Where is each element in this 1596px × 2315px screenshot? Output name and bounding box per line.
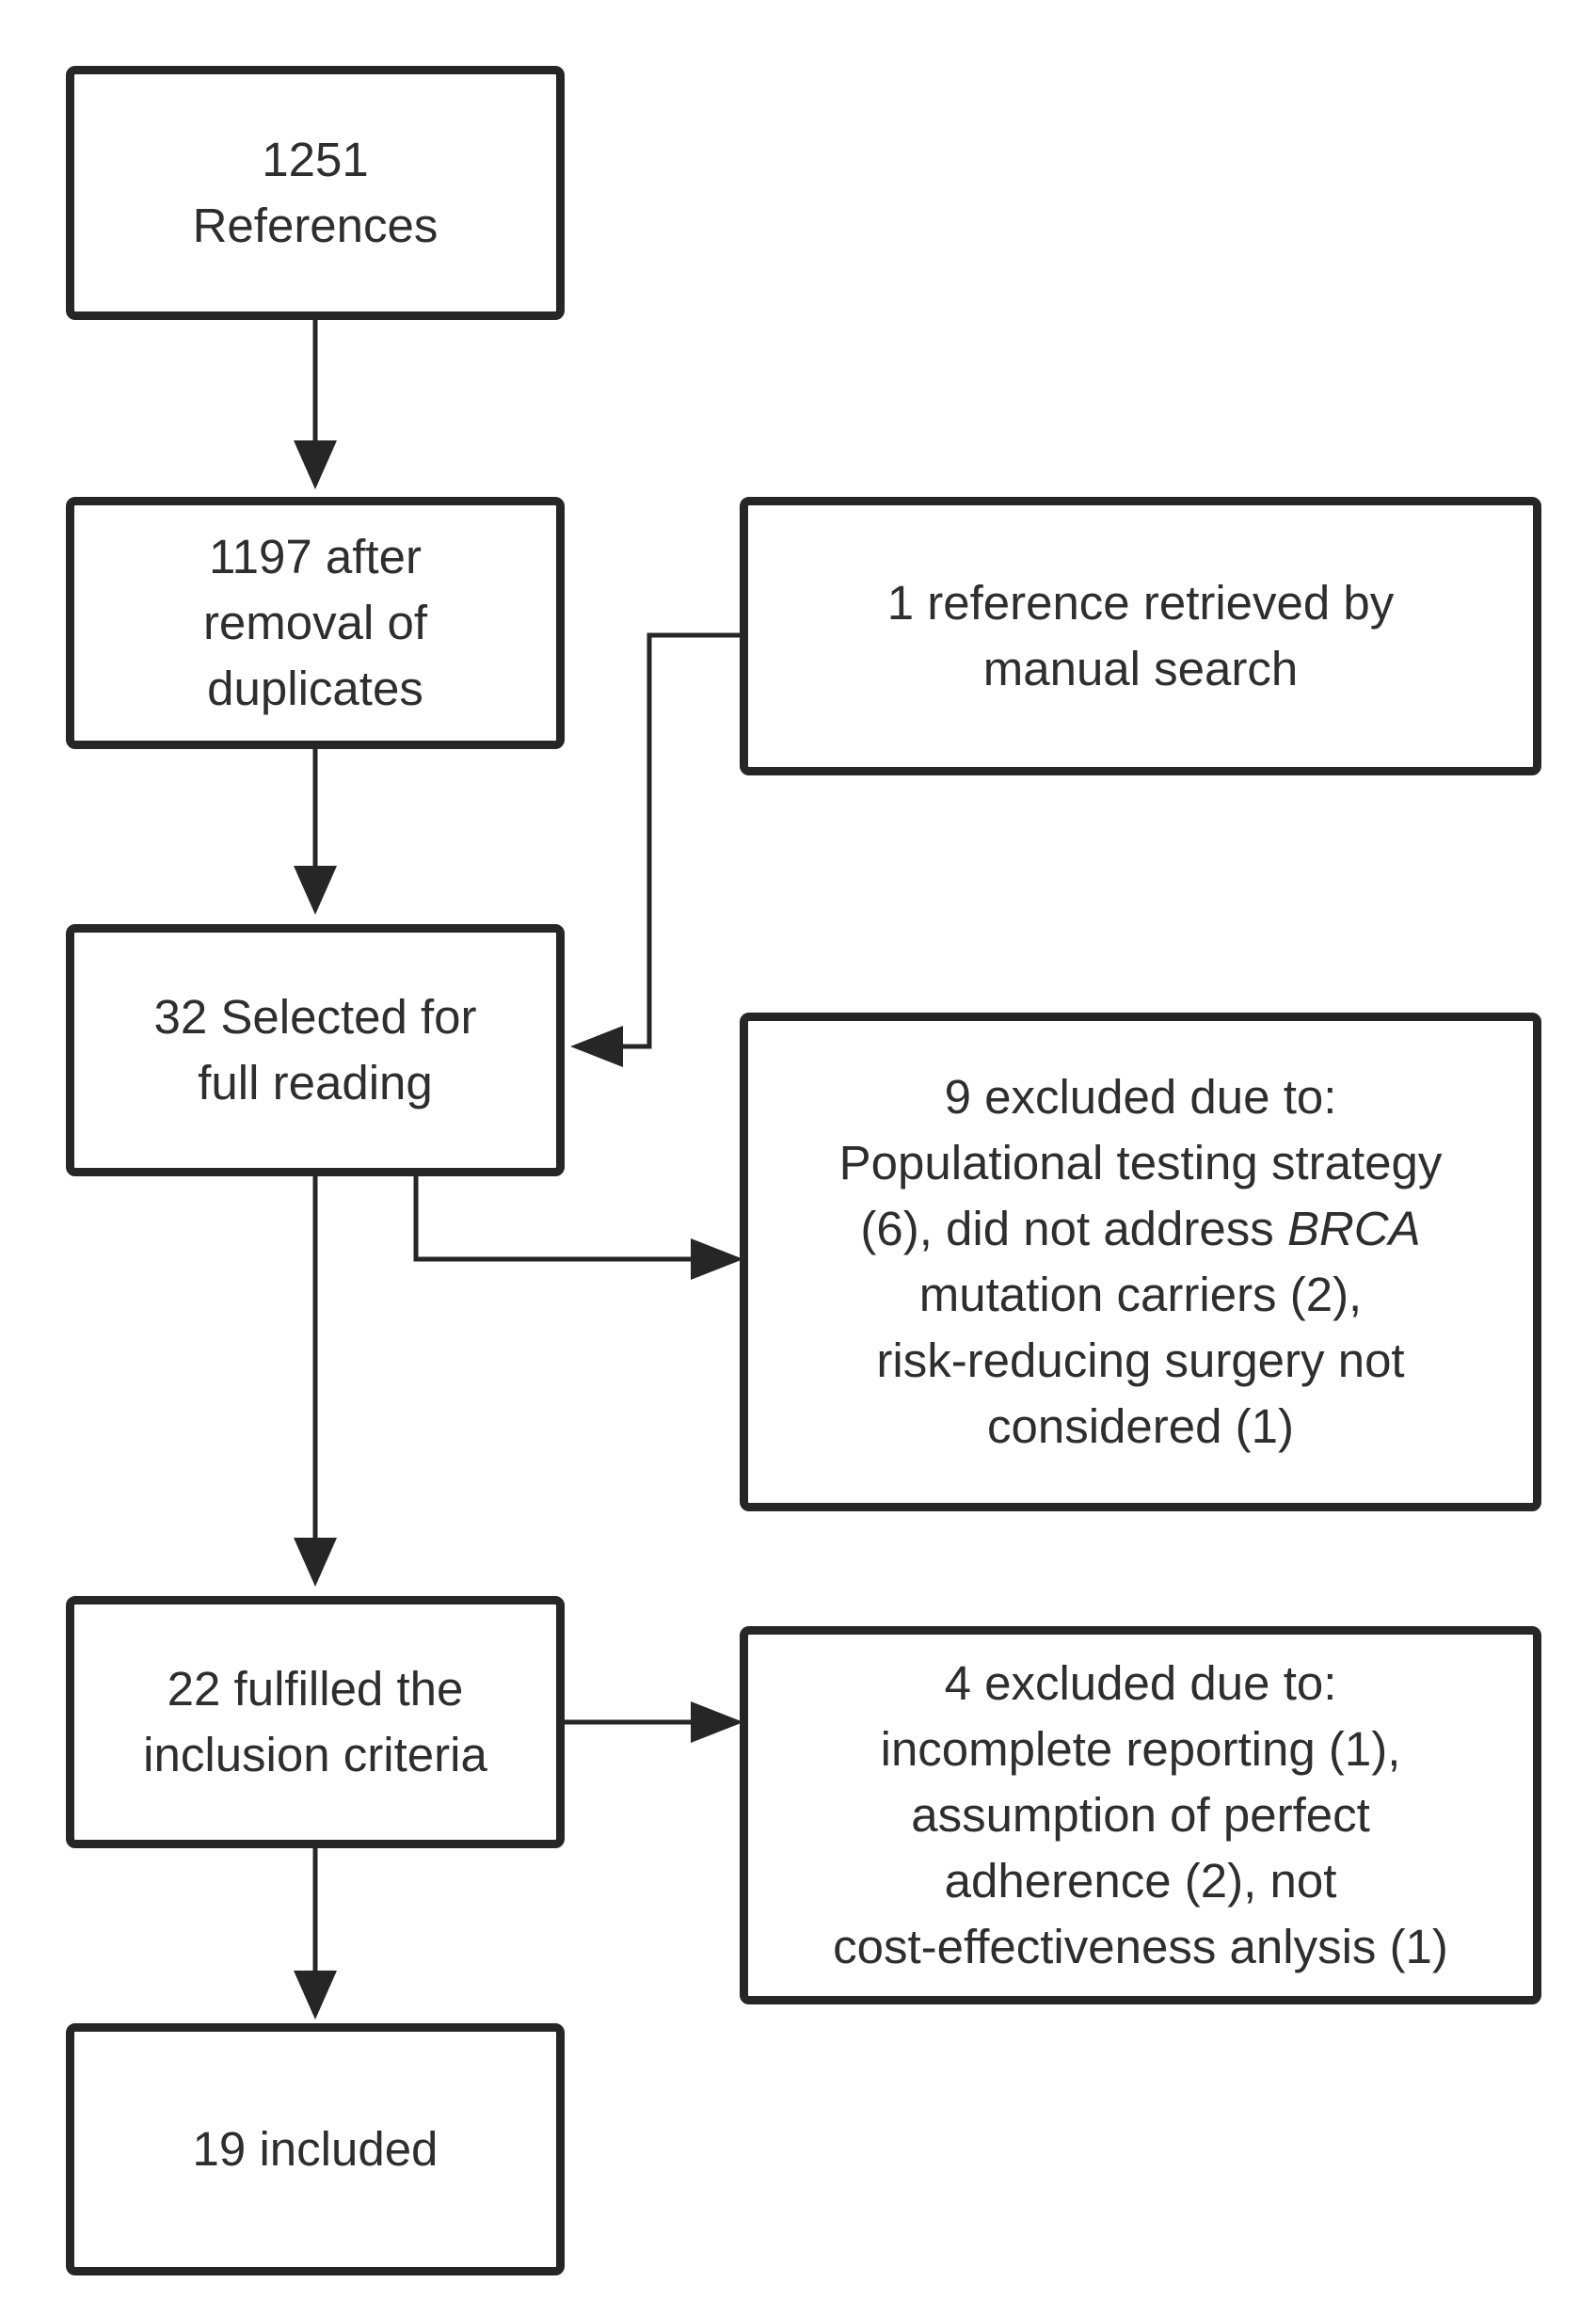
references-label: References: [192, 199, 439, 252]
brca-term: BRCA: [1286, 1202, 1421, 1255]
excluded-4-line-2: incomplete reporting (1),: [880, 1722, 1401, 1776]
arrowhead-dedup: [294, 440, 337, 489]
manual-search-line-2: manual search: [982, 642, 1299, 695]
excluded-4-line-5: cost-effectiveness anlysis (1): [833, 1920, 1448, 1973]
references-box: 1251 References: [66, 66, 565, 320]
dedup-line-1: 1197 after: [209, 530, 422, 583]
full-reading-line-1: 32 Selected for: [153, 990, 477, 1044]
excluded-9-line-3: (6), did not address BRCA: [860, 1196, 1420, 1262]
excluded-4-line-1: 4 excluded due to:: [944, 1656, 1337, 1710]
included-label: 19 included: [192, 2122, 439, 2176]
arrowhead-excluded-9: [691, 1238, 743, 1280]
arrow-full-reading-to-excluded-9: [413, 1173, 696, 1262]
manual-search-box: 1 reference retrieved by manual search: [740, 497, 1541, 775]
excluded-9-box: 9 excluded due to: Populational testing …: [740, 1013, 1541, 1511]
arrowhead-included: [294, 1971, 337, 2020]
full-reading-line-2: full reading: [198, 1056, 433, 1110]
arrowhead-excluded-4: [691, 1701, 743, 1743]
inclusion-box: 22 fulfilled the inclusion criteria: [66, 1596, 565, 1848]
inclusion-line-1: 22 fulfilled the: [167, 1662, 464, 1716]
excluded-4-line-3: assumption of perfect: [911, 1788, 1370, 1842]
arrowhead-full-reading: [294, 866, 337, 915]
excluded-4-box: 4 excluded due to: incomplete reporting …: [740, 1626, 1541, 2004]
full-reading-box: 32 Selected for full reading: [66, 924, 565, 1176]
excluded-9-line-1: 9 excluded due to:: [944, 1070, 1337, 1124]
inclusion-line-2: inclusion criteria: [143, 1728, 487, 1781]
dedup-box: 1197 after removal of duplicates: [66, 497, 565, 749]
excluded-9-line-2: Populational testing strategy: [838, 1136, 1443, 1189]
arrowhead-inclusion: [294, 1538, 337, 1587]
excluded-9-line-3-text: (6), did not address: [860, 1202, 1287, 1255]
dedup-line-2: removal of: [202, 596, 428, 649]
arrowhead-manual-search: [570, 1026, 623, 1067]
references-count: 1251: [262, 133, 369, 186]
included-box: 19 included: [66, 2023, 565, 2275]
manual-search-line-1: 1 reference retrieved by: [886, 576, 1395, 630]
excluded-9-line-4: mutation carriers (2),: [918, 1268, 1363, 1321]
arrow-manual-search-to-full-reading: [602, 632, 743, 1049]
excluded-9-line-5: risk-reducing surgery not: [876, 1333, 1405, 1387]
excluded-9-line-6: considered (1): [987, 1399, 1294, 1453]
dedup-line-3: duplicates: [207, 662, 423, 715]
excluded-4-line-4: adherence (2), not: [944, 1854, 1337, 1908]
